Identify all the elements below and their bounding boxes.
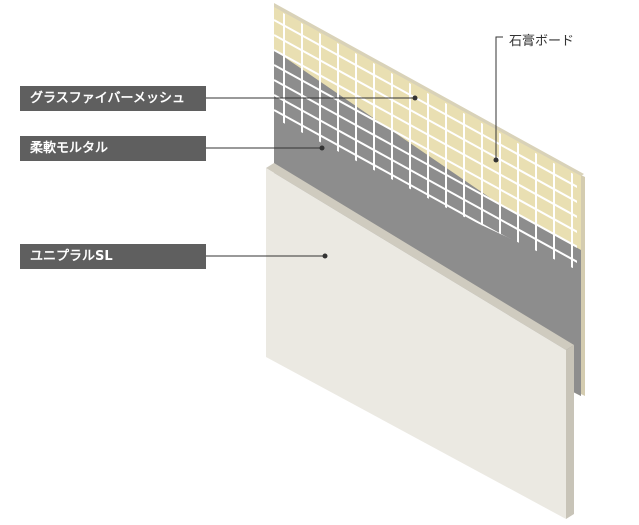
unipral-sl-layer	[266, 168, 566, 519]
mesh-line-horizontal	[274, 79, 577, 250]
leader-dot-mesh	[412, 95, 418, 101]
mesh-line-horizontal	[274, 64, 577, 235]
label-gypsum-board: 石膏ボード	[509, 34, 575, 49]
mesh-line-horizontal	[274, 19, 577, 190]
label-flexible-mortar: 柔軟モルタル	[20, 136, 206, 161]
label-glass-fiber-mesh: グラスファイバーメッシュ	[20, 86, 206, 111]
gypsum-board-top-edge	[274, 3, 584, 176]
leader-line-gypsum	[495, 36, 503, 160]
leader-dot-unipral	[322, 253, 328, 259]
mesh-line-horizontal	[274, 94, 577, 265]
mesh-line-horizontal	[274, 49, 577, 220]
leader-dot-gypsum	[493, 157, 499, 163]
mesh-line-horizontal	[274, 34, 577, 205]
gypsum-board-edge	[581, 175, 585, 396]
unipral-front-edge	[266, 163, 574, 350]
leader-dot-mortar	[319, 145, 325, 151]
label-unipral-sl: ユニプラルSL	[20, 244, 206, 269]
unipral-right-side	[566, 345, 574, 519]
